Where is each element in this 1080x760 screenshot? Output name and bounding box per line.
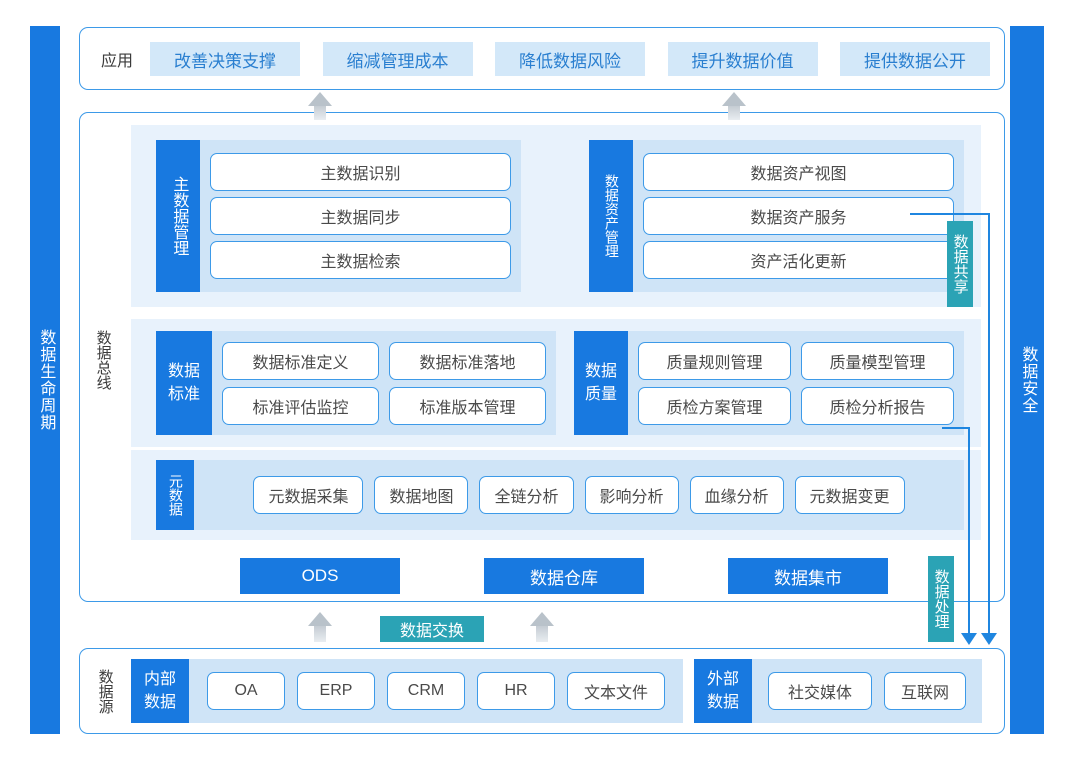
- module-item[interactable]: 元数据变更: [794, 476, 905, 514]
- tag-data-process: 数据处理: [928, 556, 954, 642]
- app-chip[interactable]: 改善决策支撑: [150, 42, 300, 76]
- up-arrow-icon: [530, 612, 554, 642]
- up-arrow-icon: [308, 612, 332, 642]
- connector-share-arrowhead: [981, 633, 997, 645]
- app-chip[interactable]: 提升数据价值: [667, 42, 818, 76]
- core-band-row3: 元数据 元数据采集 数据地图 全链分析 影响分析 血缘分析 元数据变更: [131, 450, 981, 540]
- module-item[interactable]: 标准版本管理: [389, 386, 546, 425]
- module-item[interactable]: 数据地图: [374, 476, 469, 514]
- module-item[interactable]: 质量规则管理: [638, 341, 791, 380]
- app-chip[interactable]: 降低数据风险: [495, 42, 645, 76]
- data-source-caption: 数据源: [96, 668, 114, 714]
- storage-box-ods[interactable]: ODS: [240, 558, 400, 594]
- module-body-data-quality: 质量规则管理 质量模型管理 质检方案管理 质检分析报告: [628, 331, 964, 435]
- module-group-data-asset: 数据资产管理 数据资产视图 数据资产服务 资产活化更新: [589, 140, 964, 292]
- module-item[interactable]: 影响分析: [584, 476, 679, 514]
- module-group-data-quality: 数据质量 质量规则管理 质量模型管理 质检方案管理 质检分析报告: [574, 331, 964, 435]
- connector-process-vertical: [968, 427, 970, 637]
- source-item[interactable]: CRM: [387, 672, 465, 710]
- rail-data-lifecycle: 数据生命周期: [30, 26, 60, 734]
- source-item[interactable]: HR: [477, 672, 555, 710]
- module-head-master-data: 主数据管理: [156, 140, 200, 292]
- core-band-row2: 数据标准 数据标准定义 数据标准落地 标准评估监控 标准版本管理 数据质量 质量…: [131, 319, 981, 447]
- module-head-data-standard: 数据标准: [156, 331, 212, 435]
- rail-right-label: 数据安全: [1019, 346, 1037, 414]
- up-arrow-icon: [308, 92, 332, 120]
- module-item[interactable]: 质检分析报告: [801, 386, 954, 425]
- module-item[interactable]: 质量模型管理: [801, 341, 954, 380]
- module-item[interactable]: 资产活化更新: [643, 241, 954, 279]
- module-item[interactable]: 血缘分析: [689, 476, 784, 514]
- up-arrow-icon: [722, 92, 746, 120]
- core-band-row1: 主数据管理 主数据识别 主数据同步 主数据检索 数据资产管理 数据资产视图 数据…: [131, 125, 981, 307]
- module-group-data-standard: 数据标准 数据标准定义 数据标准落地 标准评估监控 标准版本管理: [156, 331, 556, 435]
- tag-data-share: 数据共享: [947, 221, 973, 307]
- module-item[interactable]: 质检方案管理: [638, 386, 791, 425]
- source-item[interactable]: 互联网: [884, 672, 966, 710]
- module-item[interactable]: 数据资产服务: [643, 197, 954, 235]
- storage-row: ODS 数据仓库 数据集市: [240, 558, 888, 594]
- module-head-internal-data: 内部数据: [131, 659, 189, 723]
- storage-box-mart[interactable]: 数据集市: [728, 558, 888, 594]
- module-item[interactable]: 数据资产视图: [643, 153, 954, 191]
- module-item[interactable]: 标准评估监控: [222, 386, 379, 425]
- rail-data-security: 数据安全: [1010, 26, 1044, 734]
- module-item[interactable]: 主数据识别: [210, 153, 511, 191]
- module-body-master-data: 主数据识别 主数据同步 主数据检索: [200, 140, 521, 292]
- module-group-master-data: 主数据管理 主数据识别 主数据同步 主数据检索: [156, 140, 521, 292]
- module-body-data-standard: 数据标准定义 数据标准落地 标准评估监控 标准版本管理: [212, 331, 556, 435]
- module-body-data-asset: 数据资产视图 数据资产服务 资产活化更新: [633, 140, 964, 292]
- module-group-internal-data: 内部数据 OA ERP CRM HR 文本文件: [131, 659, 683, 723]
- module-head-external-data: 外部数据: [694, 659, 752, 723]
- source-item[interactable]: 社交媒体: [768, 672, 872, 710]
- module-item[interactable]: 全链分析: [479, 476, 574, 514]
- tag-data-exchange: 数据交换: [380, 616, 484, 642]
- module-group-metadata: 元数据 元数据采集 数据地图 全链分析 影响分析 血缘分析 元数据变更: [156, 460, 964, 530]
- data-bus-caption: 数据总线: [94, 330, 112, 390]
- module-head-data-quality: 数据质量: [574, 331, 628, 435]
- connector-process-arrowhead: [961, 633, 977, 645]
- module-item[interactable]: 数据标准定义: [222, 341, 379, 380]
- module-item[interactable]: 主数据检索: [210, 241, 511, 279]
- connector-share-horizontal: [910, 213, 990, 215]
- connector-share-vertical: [988, 213, 990, 637]
- app-chip[interactable]: 缩减管理成本: [322, 42, 473, 76]
- rail-left-label: 数据生命周期: [37, 329, 55, 431]
- application-chip-row: 改善决策支撑 缩减管理成本 降低数据风险 提升数据价值 提供数据公开: [150, 42, 990, 76]
- application-layer-caption: 应用: [100, 52, 133, 70]
- module-item[interactable]: 数据标准落地: [389, 341, 546, 380]
- module-head-metadata: 元数据: [156, 460, 194, 530]
- module-body-internal-data: OA ERP CRM HR 文本文件: [189, 659, 683, 723]
- connector-process-horizontal: [942, 427, 970, 429]
- module-head-data-asset: 数据资产管理: [589, 140, 633, 292]
- module-item[interactable]: 主数据同步: [210, 197, 511, 235]
- module-body-metadata: 元数据采集 数据地图 全链分析 影响分析 血缘分析 元数据变更: [194, 460, 964, 530]
- source-item[interactable]: 文本文件: [567, 672, 665, 710]
- source-item[interactable]: ERP: [297, 672, 375, 710]
- app-chip[interactable]: 提供数据公开: [840, 42, 990, 76]
- source-item[interactable]: OA: [207, 672, 285, 710]
- module-item[interactable]: 元数据采集: [253, 476, 364, 514]
- storage-box-warehouse[interactable]: 数据仓库: [484, 558, 644, 594]
- module-body-external-data: 社交媒体 互联网: [752, 659, 982, 723]
- module-group-external-data: 外部数据 社交媒体 互联网: [694, 659, 982, 723]
